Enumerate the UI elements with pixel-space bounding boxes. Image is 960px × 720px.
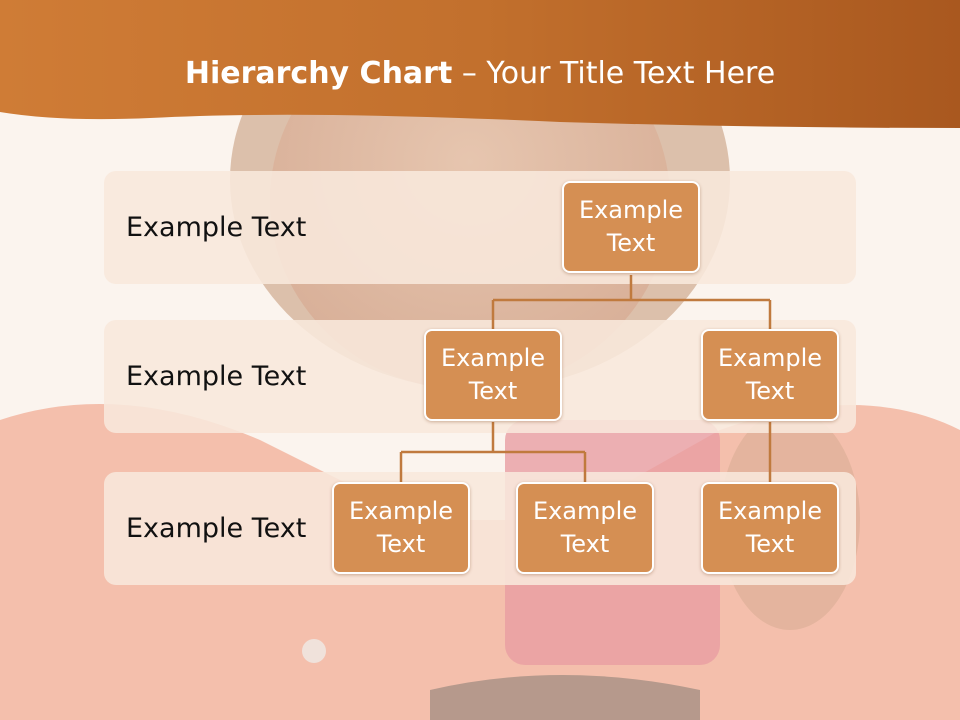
node-level3-left[interactable]: Example Text — [332, 482, 470, 574]
page-title: Hierarchy Chart – Your Title Text Here — [0, 56, 960, 91]
level-label-1: Example Text — [126, 212, 307, 243]
node-level3-middle[interactable]: Example Text — [516, 482, 654, 574]
node-level3-left-label: Example Text — [348, 497, 454, 558]
header-band — [0, 0, 960, 128]
connector-level2-left — [399, 422, 587, 482]
level-band-1: Example Text — [104, 171, 856, 284]
node-level3-middle-label: Example Text — [532, 497, 638, 558]
level-label-2: Example Text — [126, 361, 307, 392]
node-level2-left[interactable]: Example Text — [424, 329, 562, 421]
node-root-label: Example Text — [578, 196, 684, 257]
title-dash: – — [452, 56, 487, 91]
node-level2-left-label: Example Text — [440, 344, 546, 405]
connector-root — [491, 275, 772, 330]
node-root[interactable]: Example Text — [562, 181, 700, 273]
node-level3-right-label: Example Text — [717, 497, 823, 558]
level-label-3: Example Text — [126, 513, 307, 544]
title-rest: Your Title Text Here — [486, 56, 776, 91]
title-bold: Hierarchy Chart — [184, 56, 453, 91]
node-level2-right-label: Example Text — [717, 344, 823, 405]
node-level2-right[interactable]: Example Text — [701, 329, 839, 421]
node-level3-right[interactable]: Example Text — [701, 482, 839, 574]
